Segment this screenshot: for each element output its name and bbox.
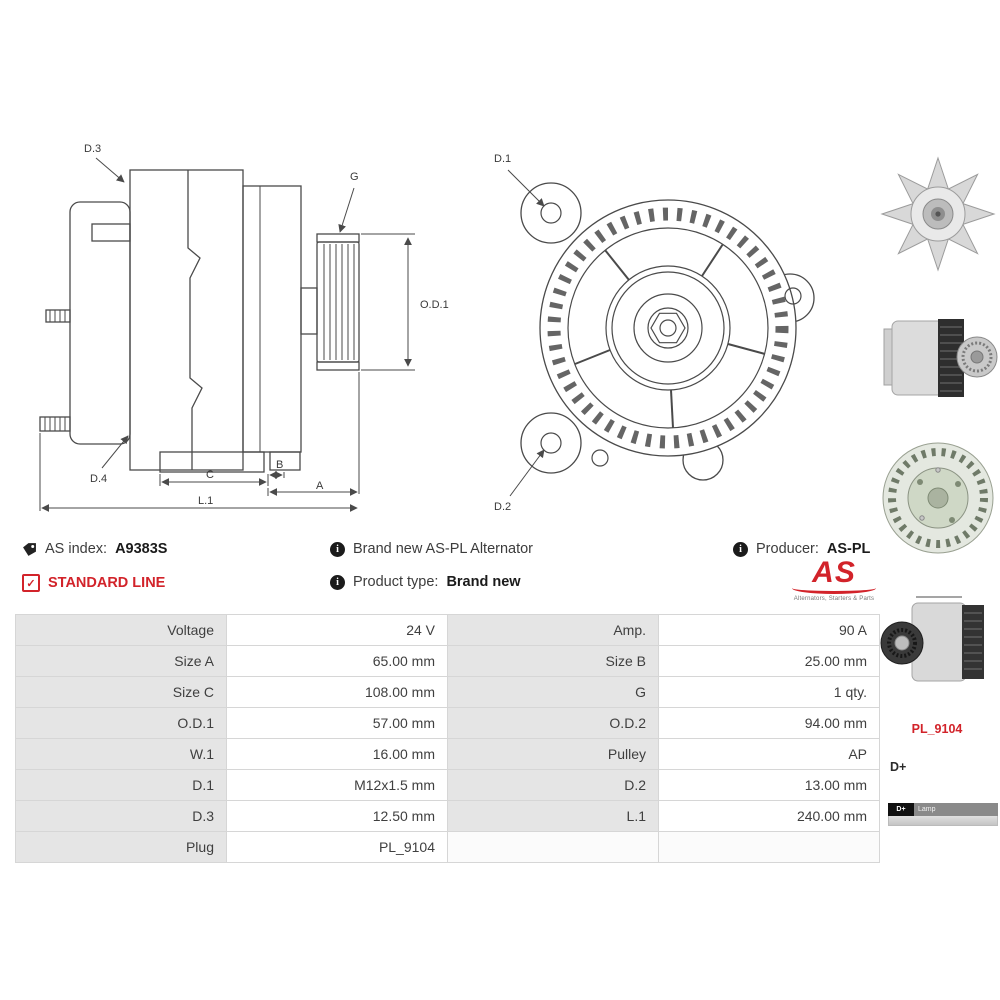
spec-label-cell: W.1	[15, 738, 227, 770]
product-photo-side-2	[878, 573, 998, 720]
product-photo-rear	[878, 430, 998, 573]
dim-label-d3: D.3	[84, 143, 101, 155]
spec-value-cell: 240.00 mm	[658, 800, 880, 832]
spec-value-cell: 1 qty.	[658, 676, 880, 708]
spec-label-cell: Size C	[15, 676, 227, 708]
standard-line-row: ✓ STANDARD LINE	[22, 574, 165, 592]
logo-tagline: Alternators, Starters & Parts	[793, 596, 875, 602]
table-row: W.1 16.00 mm Pulley AP	[15, 738, 880, 770]
dim-label-g: G	[350, 171, 359, 183]
spec-label-cell	[447, 831, 659, 863]
spec-value-cell: M12x1.5 mm	[226, 769, 448, 801]
product-type-label: Product type:	[353, 574, 439, 590]
dim-label-d4: D.4	[90, 473, 107, 485]
product-type-row: i Product type: Brand new	[330, 574, 521, 590]
spec-value-cell: 57.00 mm	[226, 707, 448, 739]
brand-new-text: Brand new AS-PL Alternator	[353, 541, 534, 557]
info-icon: i	[330, 541, 345, 557]
spec-value-cell: 12.50 mm	[226, 800, 448, 832]
spec-label-cell: O.D.2	[447, 707, 659, 739]
info-icon: i	[330, 574, 345, 590]
producer-label: Producer:	[756, 541, 819, 557]
dim-label-b: B	[276, 459, 283, 471]
table-row: D.3 12.50 mm L.1 240.00 mm	[15, 800, 880, 832]
alternator-side-view-drawing: D.3 G O.D.1 D.4 C B A L.1	[39, 143, 449, 512]
table-row: D.1 M12x1.5 mm D.2 13.00 mm	[15, 769, 880, 801]
table-row: Size A 65.00 mm Size B 25.00 mm	[15, 645, 880, 677]
spec-label-cell: Voltage	[15, 614, 227, 646]
spec-value-cell	[658, 831, 880, 863]
dim-label-l1: L.1	[198, 495, 213, 507]
spec-label-cell: G	[447, 676, 659, 708]
product-type-value: Brand new	[446, 574, 521, 590]
table-row: Voltage 24 V Amp. 90 A	[15, 614, 880, 646]
spec-value-cell: 25.00 mm	[658, 645, 880, 677]
producer-row: i Producer: AS-PL	[733, 541, 870, 557]
as-pl-logo: AS Alternators, Starters & Parts	[786, 556, 882, 602]
spec-label-cell: D.1	[15, 769, 227, 801]
product-photo-front-fan	[878, 148, 998, 291]
pinout-connector-bar	[888, 816, 998, 826]
spec-value-cell: 90 A	[658, 614, 880, 646]
spec-label-cell: Pulley	[447, 738, 659, 770]
spec-value-cell: PL_9104	[226, 831, 448, 863]
brand-new-row: i Brand new AS-PL Alternator	[330, 541, 533, 557]
spec-label-cell: D.3	[15, 800, 227, 832]
pinout-pin: D+	[888, 803, 914, 816]
as-index-value: A9383S	[115, 541, 168, 557]
product-photo-side	[878, 293, 998, 430]
pinout-strip: D+ Lamp	[888, 803, 998, 826]
dim-label-d2: D.2	[494, 501, 511, 513]
table-row: Size C 108.00 mm G 1 qty.	[15, 676, 880, 708]
pinout-desc: Lamp	[914, 803, 998, 816]
spec-label-cell: Size A	[15, 645, 227, 677]
spec-label-cell: D.2	[447, 769, 659, 801]
checkbox-checked-icon: ✓	[22, 574, 40, 592]
dim-label-a: A	[316, 480, 324, 492]
table-row: O.D.1 57.00 mm O.D.2 94.00 mm	[15, 707, 880, 739]
logo-swoosh	[792, 587, 876, 594]
plug-code-label: PL_9104	[911, 722, 963, 736]
standard-line-label: STANDARD LINE	[48, 575, 166, 591]
spec-value-cell: AP	[658, 738, 880, 770]
spec-value-cell: 108.00 mm	[226, 676, 448, 708]
as-index-row: AS index: A9383S	[22, 541, 167, 557]
spec-value-cell: 94.00 mm	[658, 707, 880, 739]
spec-label-cell: Amp.	[447, 614, 659, 646]
spec-label-cell: O.D.1	[15, 707, 227, 739]
producer-value: AS-PL	[826, 541, 871, 557]
spec-value-cell: 65.00 mm	[226, 645, 448, 677]
terminal-label: D+	[890, 760, 907, 774]
spec-label-cell: L.1	[447, 800, 659, 832]
logo-brand-text: AS	[812, 556, 856, 589]
spec-value-cell: 16.00 mm	[226, 738, 448, 770]
dim-label-od1: O.D.1	[420, 299, 449, 311]
spec-value-cell: 13.00 mm	[658, 769, 880, 801]
tag-icon	[23, 542, 36, 556]
alternator-front-view-drawing: D.1 D.2	[494, 153, 815, 513]
dim-label-c: C	[206, 469, 214, 481]
info-icon: i	[733, 541, 748, 557]
spec-label-cell: Plug	[15, 831, 227, 863]
spec-label-cell: Size B	[447, 645, 659, 677]
spec-table: Voltage 24 V Amp. 90 A Size A 65.00 mm S…	[15, 614, 880, 863]
dim-label-d1: D.1	[494, 153, 511, 165]
as-index-label: AS index:	[45, 541, 108, 557]
table-row: Plug PL_9104	[15, 831, 880, 863]
spec-value-cell: 24 V	[226, 614, 448, 646]
